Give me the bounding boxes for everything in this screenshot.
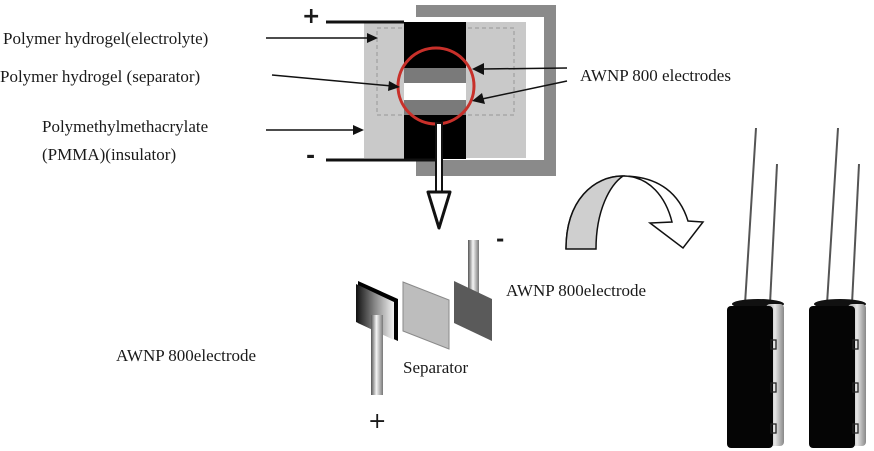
arrowhead — [367, 33, 378, 43]
separator-sheet — [402, 281, 450, 350]
down-arrow-icon — [426, 122, 452, 230]
exploded-view — [356, 240, 492, 395]
supercapacitor-device-1 — [727, 127, 784, 448]
lead-long — [826, 127, 839, 305]
positive-rod — [371, 315, 383, 395]
negative-electrode-plate — [454, 281, 492, 341]
label-awnp-electrode-left: AWNP 800electrode — [116, 346, 257, 365]
lead-short — [769, 163, 778, 305]
electrode-bottom — [404, 100, 466, 115]
right-leader-arrows — [472, 63, 568, 104]
label-pmma-line1: Polymethylmethacrylate — [42, 117, 209, 136]
lead-short — [851, 163, 860, 305]
label-separator: Separator — [403, 358, 469, 377]
polarity-minus-top: - — [306, 144, 316, 169]
can-body — [727, 306, 773, 448]
can-body — [809, 306, 855, 448]
supercapacitor-device-2 — [809, 127, 866, 448]
arrowhead — [353, 125, 364, 135]
lead-long — [744, 127, 757, 305]
label-awnp-electrodes: AWNP 800 electrodes — [580, 66, 731, 85]
arrowhead — [472, 93, 485, 104]
label-pmma-line2: (PMMA)(insulator) — [42, 145, 177, 164]
hydrogel-separator — [404, 83, 466, 100]
polarity-plus-exploded: + — [368, 409, 387, 434]
polarity-plus-top: + — [302, 4, 321, 29]
label-awnp-electrode-right: AWNP 800electrode — [506, 281, 647, 300]
left-leader-arrows — [266, 33, 400, 135]
positive-electrode-plate — [356, 284, 394, 340]
negative-rod — [468, 240, 479, 295]
polarity-minus-exploded: - — [496, 227, 505, 251]
label-electrolyte: Polymer hydrogel(electrolyte) — [3, 29, 209, 48]
arrowhead — [472, 63, 484, 75]
label-hydrogel-separator: Polymer hydrogel (separator) — [0, 67, 201, 86]
curved-arrow-icon — [565, 175, 705, 250]
arrowhead — [388, 81, 400, 91]
electrode-top — [404, 68, 466, 83]
